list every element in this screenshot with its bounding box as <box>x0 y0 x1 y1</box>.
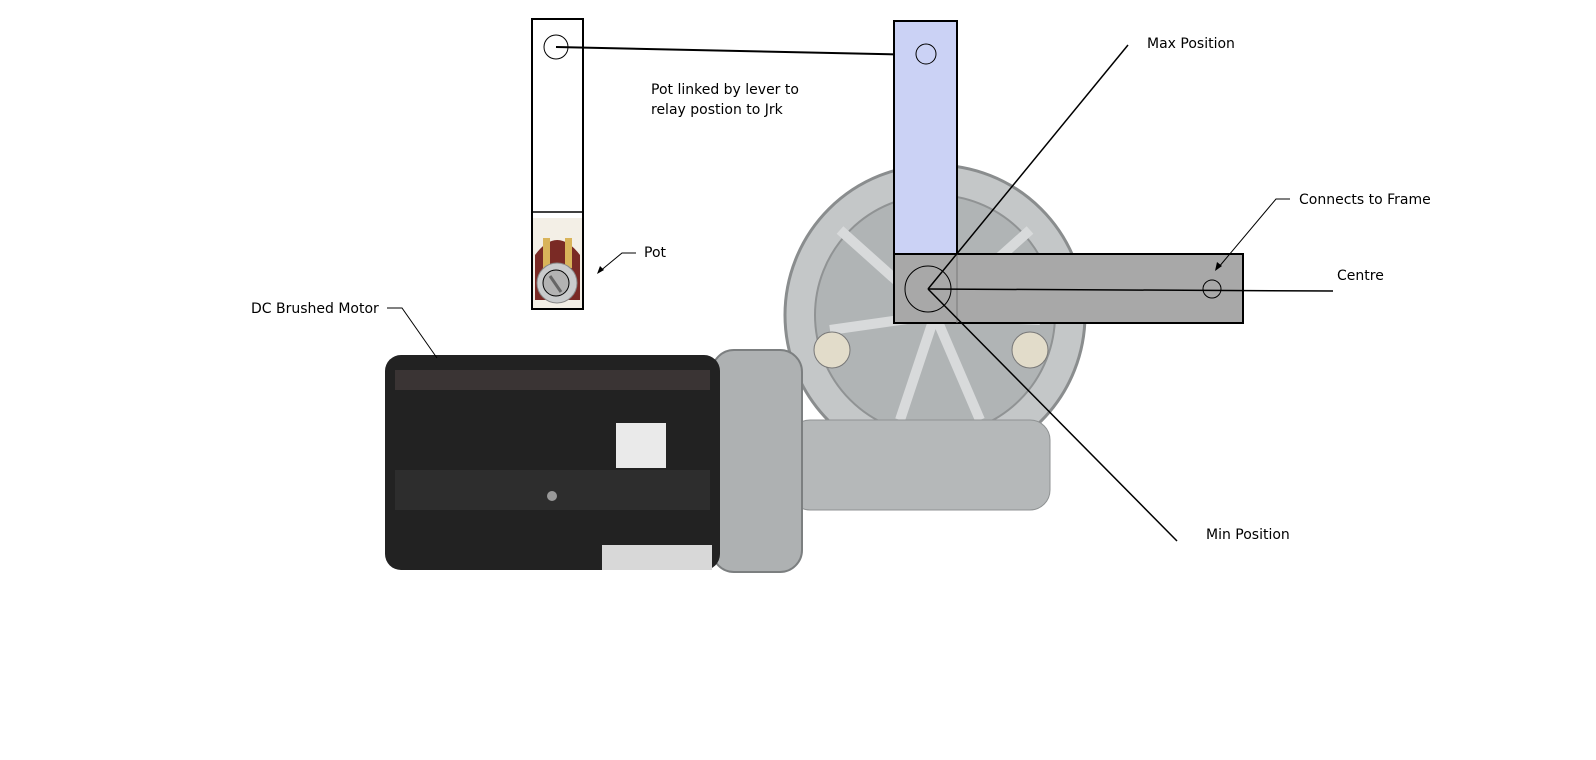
frame-mount-hole <box>1202 279 1222 299</box>
pot-photo <box>533 218 582 308</box>
motor-flange <box>711 349 803 573</box>
motor-body <box>385 355 720 570</box>
label-max-position: Max Position <box>1147 36 1235 52</box>
pot-callout-arrow <box>598 252 636 273</box>
label-min-position: Min Position <box>1206 527 1290 543</box>
motor-label-plate <box>602 545 712 570</box>
label-pot-linked-1: Pot linked by lever to <box>651 82 799 98</box>
bolt <box>1011 331 1049 369</box>
min-position-line <box>927 288 1178 542</box>
linkage-rod <box>555 46 927 56</box>
motor-window <box>616 423 666 468</box>
label-connects-to-frame: Connects to Frame <box>1299 192 1431 208</box>
frame-callout-arrowhead <box>1215 262 1222 271</box>
motor-callout-arrow <box>387 307 438 359</box>
motor-shade <box>395 470 710 510</box>
pot-callout-arrowhead <box>597 266 604 274</box>
bolt <box>813 331 851 369</box>
motor-highlight <box>395 370 710 390</box>
label-centre: Centre <box>1337 268 1384 284</box>
label-pot: Pot <box>644 245 666 261</box>
worm-housing <box>789 419 1051 511</box>
frame-callout-arrow <box>1217 198 1290 269</box>
motor-photo <box>385 163 1087 573</box>
motor-screw <box>547 491 557 501</box>
vertical-lever-pivot <box>915 43 937 65</box>
label-dc-brushed-motor: DC Brushed Motor <box>251 301 379 317</box>
label-pot-linked-2: relay postion to Jrk <box>651 102 783 118</box>
max-position-line <box>927 44 1129 290</box>
centre-line <box>927 288 1334 292</box>
